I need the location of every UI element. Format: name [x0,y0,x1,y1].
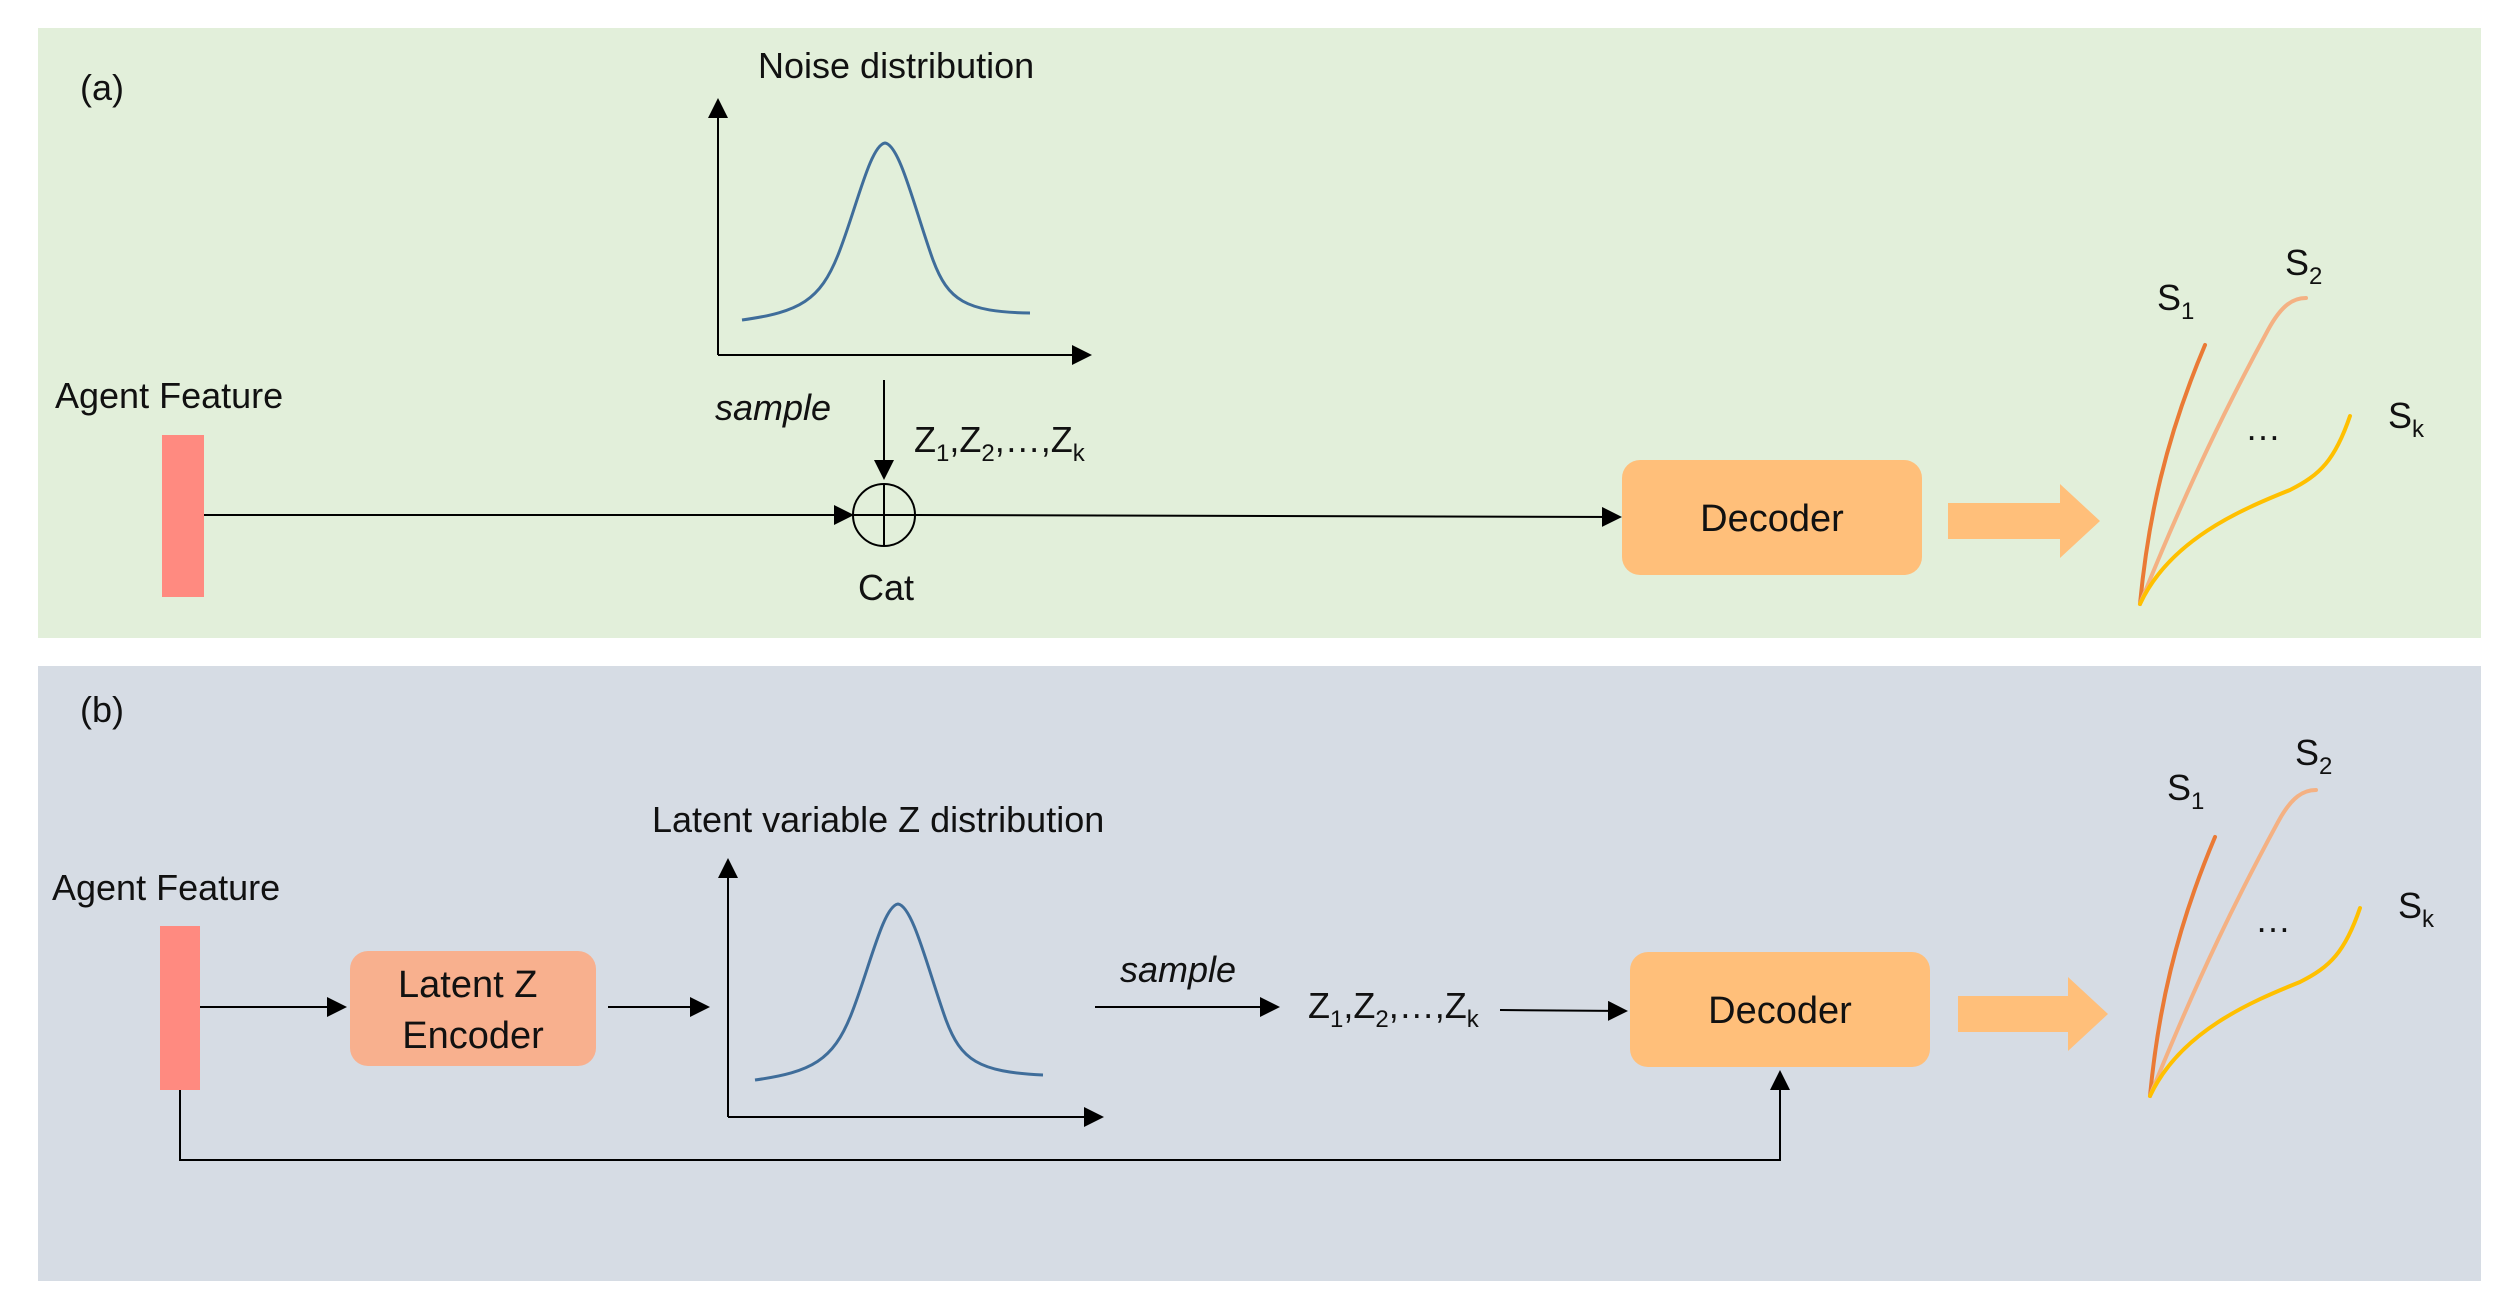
traj-label-sk-a: Sk [2388,395,2425,443]
traj-sk-a-sub: k [2412,416,2425,443]
traj-label-s2-b: S2 [2295,732,2332,780]
agent-feature-bar [162,435,204,597]
traj-ellipsis-a: … [2245,407,2281,448]
z-seq-a-part: Z [914,419,936,460]
agent-feature-bar-b [160,926,200,1090]
agent-feature-label-b: Agent Feature [52,867,280,908]
decoder-label-a: Decoder [1700,498,1844,540]
cat-to-decoder-arrow [914,506,1622,527]
z-seq-b-sub: k [1467,1006,1480,1033]
z-seq-b-part: Z [1308,985,1330,1026]
traj-ellipsis-b: … [2255,899,2291,940]
panel-b-tag: (b) [80,689,124,730]
output-arrow-b [1958,977,2108,1051]
trajectory-sk-b [2148,906,2362,1098]
feature-to-decoder-skip-arrow [179,1070,1790,1161]
z-to-decoder-arrow-b [1499,1000,1628,1021]
traj-s1-b-sub: 1 [2191,788,2204,815]
trajectory-s1-a [2138,343,2207,606]
traj-s2-b-main: S [2295,732,2319,773]
z-seq-b-part: ,Z [1343,985,1375,1026]
latent-z-encoder-label: Latent Z Encoder [398,964,548,1057]
z-seq-b-sub: 2 [1375,1006,1388,1033]
traj-sk-b-main: S [2398,885,2422,926]
z-seq-a-sub: 2 [981,440,994,467]
z-seq-b-part: ,…,Z [1389,985,1467,1026]
traj-label-s2-a: S2 [2285,242,2322,290]
z-seq-a-sub: k [1073,440,1086,467]
trajectory-s1-b [2148,835,2217,1098]
decoder-label-b: Decoder [1708,990,1852,1032]
sample-label-b: sample [1120,949,1236,990]
cat-label: Cat [858,567,914,608]
traj-s1-a-sub: 1 [2181,298,2194,325]
traj-sk-a-main: S [2388,395,2412,436]
panel-a-background [38,28,2481,638]
output-arrow-a [1948,484,2100,558]
encoder-label-line1: Latent Z [398,964,537,1006]
trajectory-s2-a [2138,296,2308,606]
z-seq-a-sub: 1 [936,440,949,467]
noise-distribution-title: Noise distribution [758,45,1034,86]
concat-operator [852,483,916,547]
trajectory-s2-b [2148,788,2318,1098]
traj-label-sk-b: Sk [2398,885,2435,933]
trajectories-b [2148,788,2362,1098]
traj-label-s1-b: S1 [2167,767,2204,815]
decoder-box-a [1622,460,1922,575]
traj-label-s1-a: S1 [2157,277,2194,325]
noise-distribution-curve [741,141,1031,322]
z-seq-b-sub: 1 [1330,1006,1343,1033]
z-seq-a-part: ,Z [949,419,981,460]
traj-sk-b-sub: k [2422,906,2435,933]
panel-b: (b) Agent Feature Latent Z Encoder Laten… [38,666,2481,1281]
traj-s2-a-sub: 2 [2309,263,2322,290]
latent-distribution-curve [754,902,1044,1082]
latent-distribution-title: Latent variable Z distribution [652,799,1104,840]
encoder-label-line2: Encoder [402,1015,544,1057]
agent-feature-label: Agent Feature [55,375,283,416]
z-sequence-a: Z1,Z2,…,Zk [914,419,1086,467]
latent-z-encoder-box [350,951,596,1066]
traj-s2-b-sub: 2 [2319,753,2332,780]
panel-a-tag: (a) [80,67,124,108]
sample-label-a: sample [715,387,831,428]
z-sequence-b: Z1,Z2,…,Zk [1308,985,1480,1033]
decoder-box-b [1630,952,1930,1067]
traj-s1-a-main: S [2157,277,2181,318]
traj-s2-a-main: S [2285,242,2309,283]
panel-a: (a) Agent Feature Noise distribution sam… [38,28,2481,638]
trajectories-a [2138,296,2352,606]
traj-s1-b-main: S [2167,767,2191,808]
trajectory-sk-a [2138,414,2352,606]
z-seq-a-part: ,…,Z [995,419,1073,460]
